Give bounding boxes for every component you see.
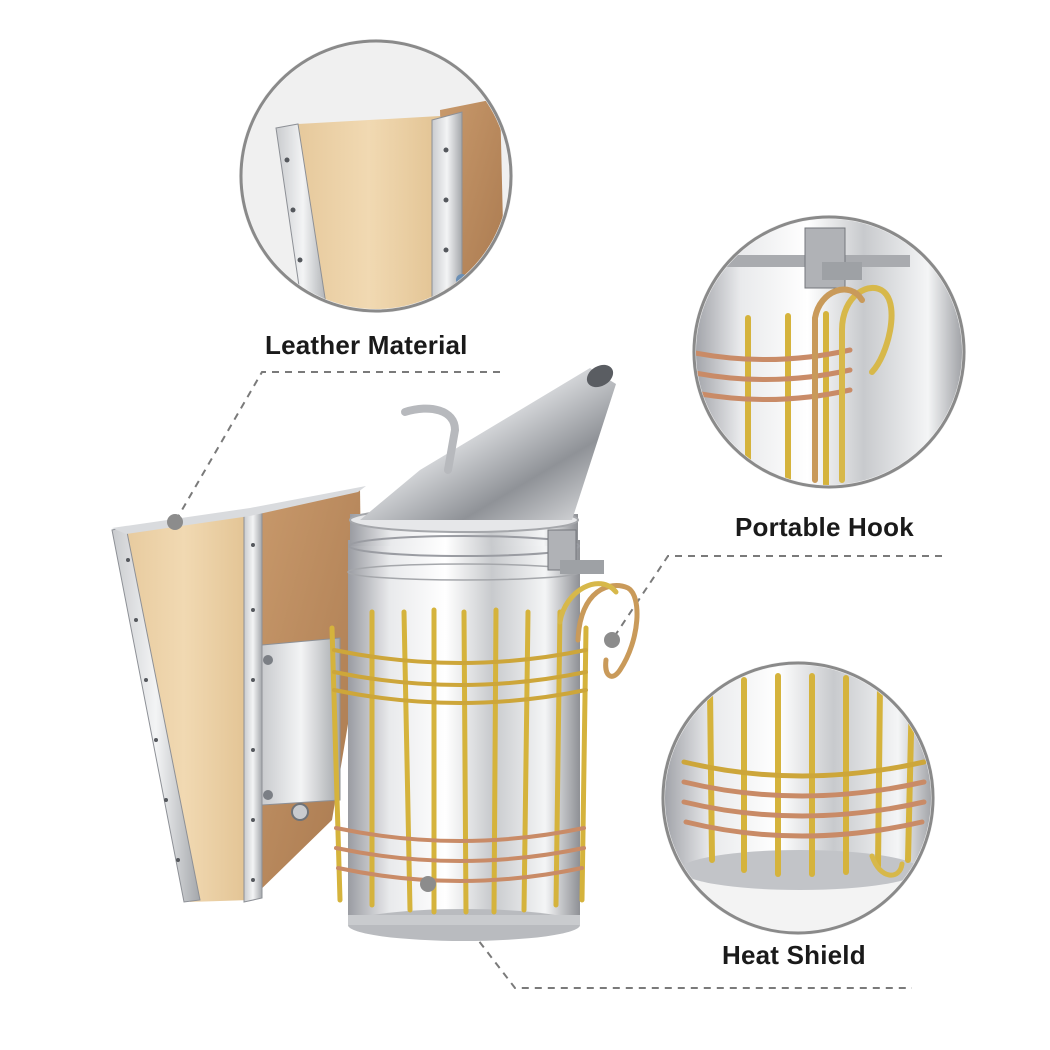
bellows bbox=[111, 486, 366, 903]
detail-leather-material bbox=[239, 39, 513, 313]
connector-hook bbox=[611, 555, 942, 641]
callout-label-heat-shield: Heat Shield bbox=[722, 940, 866, 970]
dot-hook bbox=[604, 632, 620, 648]
connector-leather bbox=[174, 371, 500, 523]
callout-label-portable-hook: Portable Hook bbox=[735, 512, 914, 542]
smoker-canister bbox=[347, 364, 616, 941]
detail-portable-hook bbox=[692, 215, 966, 489]
heat-shield-cage bbox=[329, 581, 640, 915]
callout-label-leather-material: Leather Material bbox=[265, 330, 468, 360]
dot-shield bbox=[420, 876, 436, 892]
callout-dots bbox=[167, 514, 620, 892]
detail-heat-shield bbox=[661, 661, 935, 935]
dot-leather bbox=[167, 514, 183, 530]
